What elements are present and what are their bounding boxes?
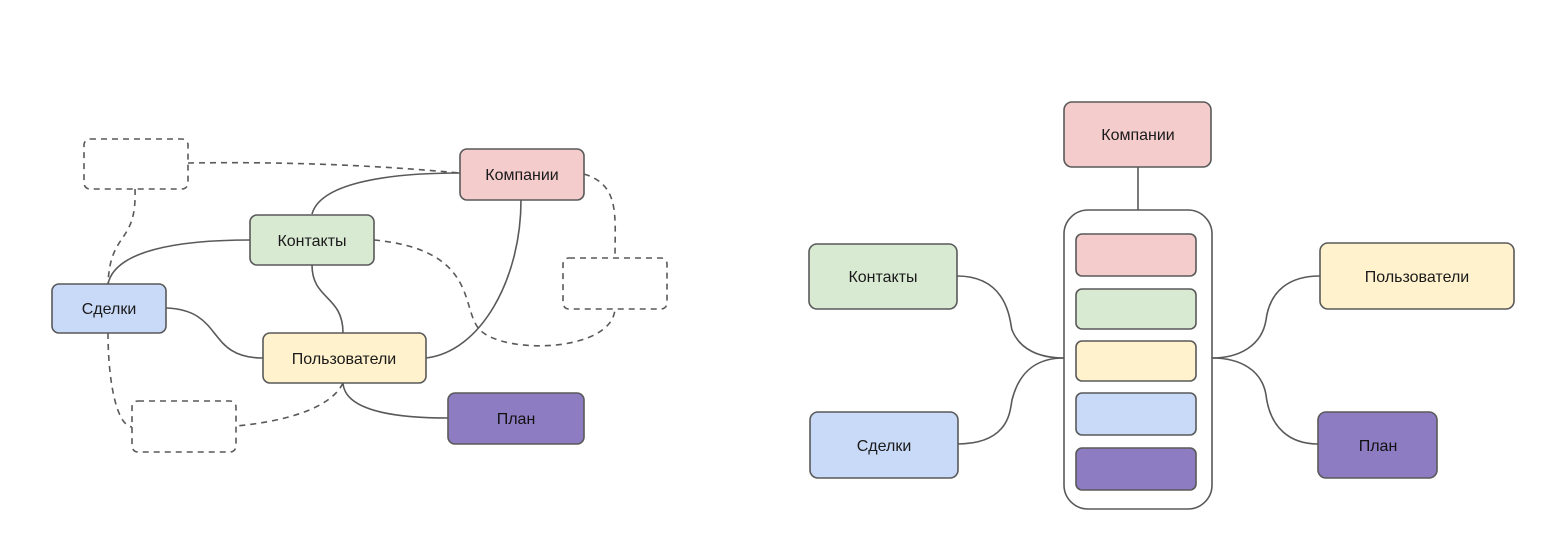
- right-node-contacts[interactable]: Контакты: [808, 243, 958, 310]
- connector-contacts-companies: [311, 172, 461, 215]
- node-box-plan: [1317, 411, 1438, 479]
- node-box-contacts: [249, 214, 375, 266]
- connector-deals-hub: [956, 357, 1065, 445]
- hub-slot-users: [1075, 340, 1197, 382]
- right-connectors: [956, 167, 1321, 445]
- hub-slot-plan: [1075, 447, 1197, 491]
- node-label-users: Пользователи: [292, 351, 396, 368]
- left-node-deals[interactable]: Сделки: [51, 283, 167, 334]
- left-node-companies[interactable]: Компании: [459, 148, 585, 201]
- hub-container: [1063, 209, 1213, 510]
- dashed-connector-companies-right: [583, 173, 617, 259]
- node-label-contacts: Контакты: [277, 233, 346, 250]
- connector-deals-users: [165, 307, 264, 359]
- right-node-companies[interactable]: Компании: [1063, 101, 1212, 168]
- left-solid-connectors: [107, 172, 522, 419]
- hub-slot-contacts: [1075, 288, 1197, 330]
- placeholder-box-bottom: [131, 400, 237, 453]
- left-node-plan[interactable]: План: [447, 392, 585, 445]
- node-box-companies: [459, 148, 585, 201]
- node-box-deals: [51, 283, 167, 334]
- node-label-plan: План: [1359, 438, 1398, 455]
- right-diagram: Компании Контакты Сделки Пользователи Пл…: [808, 101, 1515, 510]
- connector-contacts-users: [311, 264, 344, 334]
- node-label-deals: Сделки: [82, 301, 137, 318]
- node-box-users: [1319, 242, 1515, 310]
- right-node-users[interactable]: Пользователи: [1319, 242, 1515, 310]
- left-node-contacts[interactable]: Контакты: [249, 214, 375, 266]
- connector-hub-plan: [1211, 357, 1319, 445]
- node-label-users: Пользователи: [1365, 269, 1469, 286]
- connector-users-plan: [342, 382, 449, 419]
- node-box-plan: [447, 392, 585, 445]
- right-node-plan[interactable]: План: [1317, 411, 1438, 479]
- connector-deals-contacts: [107, 239, 251, 285]
- placeholder-box-top: [83, 138, 189, 190]
- left-diagram: Компании Контакты Сделки Пользователи Пл…: [51, 138, 668, 453]
- node-label-companies: Компании: [485, 167, 559, 184]
- hub-slot-deals: [1075, 392, 1197, 436]
- dashed-connector-deals-bottom: [107, 332, 133, 428]
- hub-slot-companies: [1075, 233, 1197, 277]
- node-box-deals: [809, 411, 959, 479]
- node-box-contacts: [808, 243, 958, 310]
- dashed-connector-top-companies: [187, 161, 461, 174]
- dashed-connector-top-deals: [107, 188, 136, 285]
- connector-contacts-hub: [956, 275, 1065, 359]
- node-label-deals: Сделки: [857, 438, 912, 455]
- right-node-deals[interactable]: Сделки: [809, 411, 959, 479]
- node-box-users: [262, 332, 427, 384]
- node-label-plan: План: [497, 411, 536, 428]
- node-label-contacts: Контакты: [848, 269, 917, 286]
- left-node-users[interactable]: Пользователи: [262, 332, 427, 384]
- placeholder-box-right: [562, 257, 668, 310]
- node-label-companies: Компании: [1101, 127, 1175, 144]
- connector-companies-users: [425, 199, 522, 359]
- left-dashed-connectors: [107, 161, 617, 428]
- node-box-companies: [1063, 101, 1212, 168]
- dashed-connector-contacts-right: [373, 239, 616, 347]
- connector-hub-users: [1211, 275, 1321, 359]
- dashed-connector-users-bottom: [235, 382, 344, 427]
